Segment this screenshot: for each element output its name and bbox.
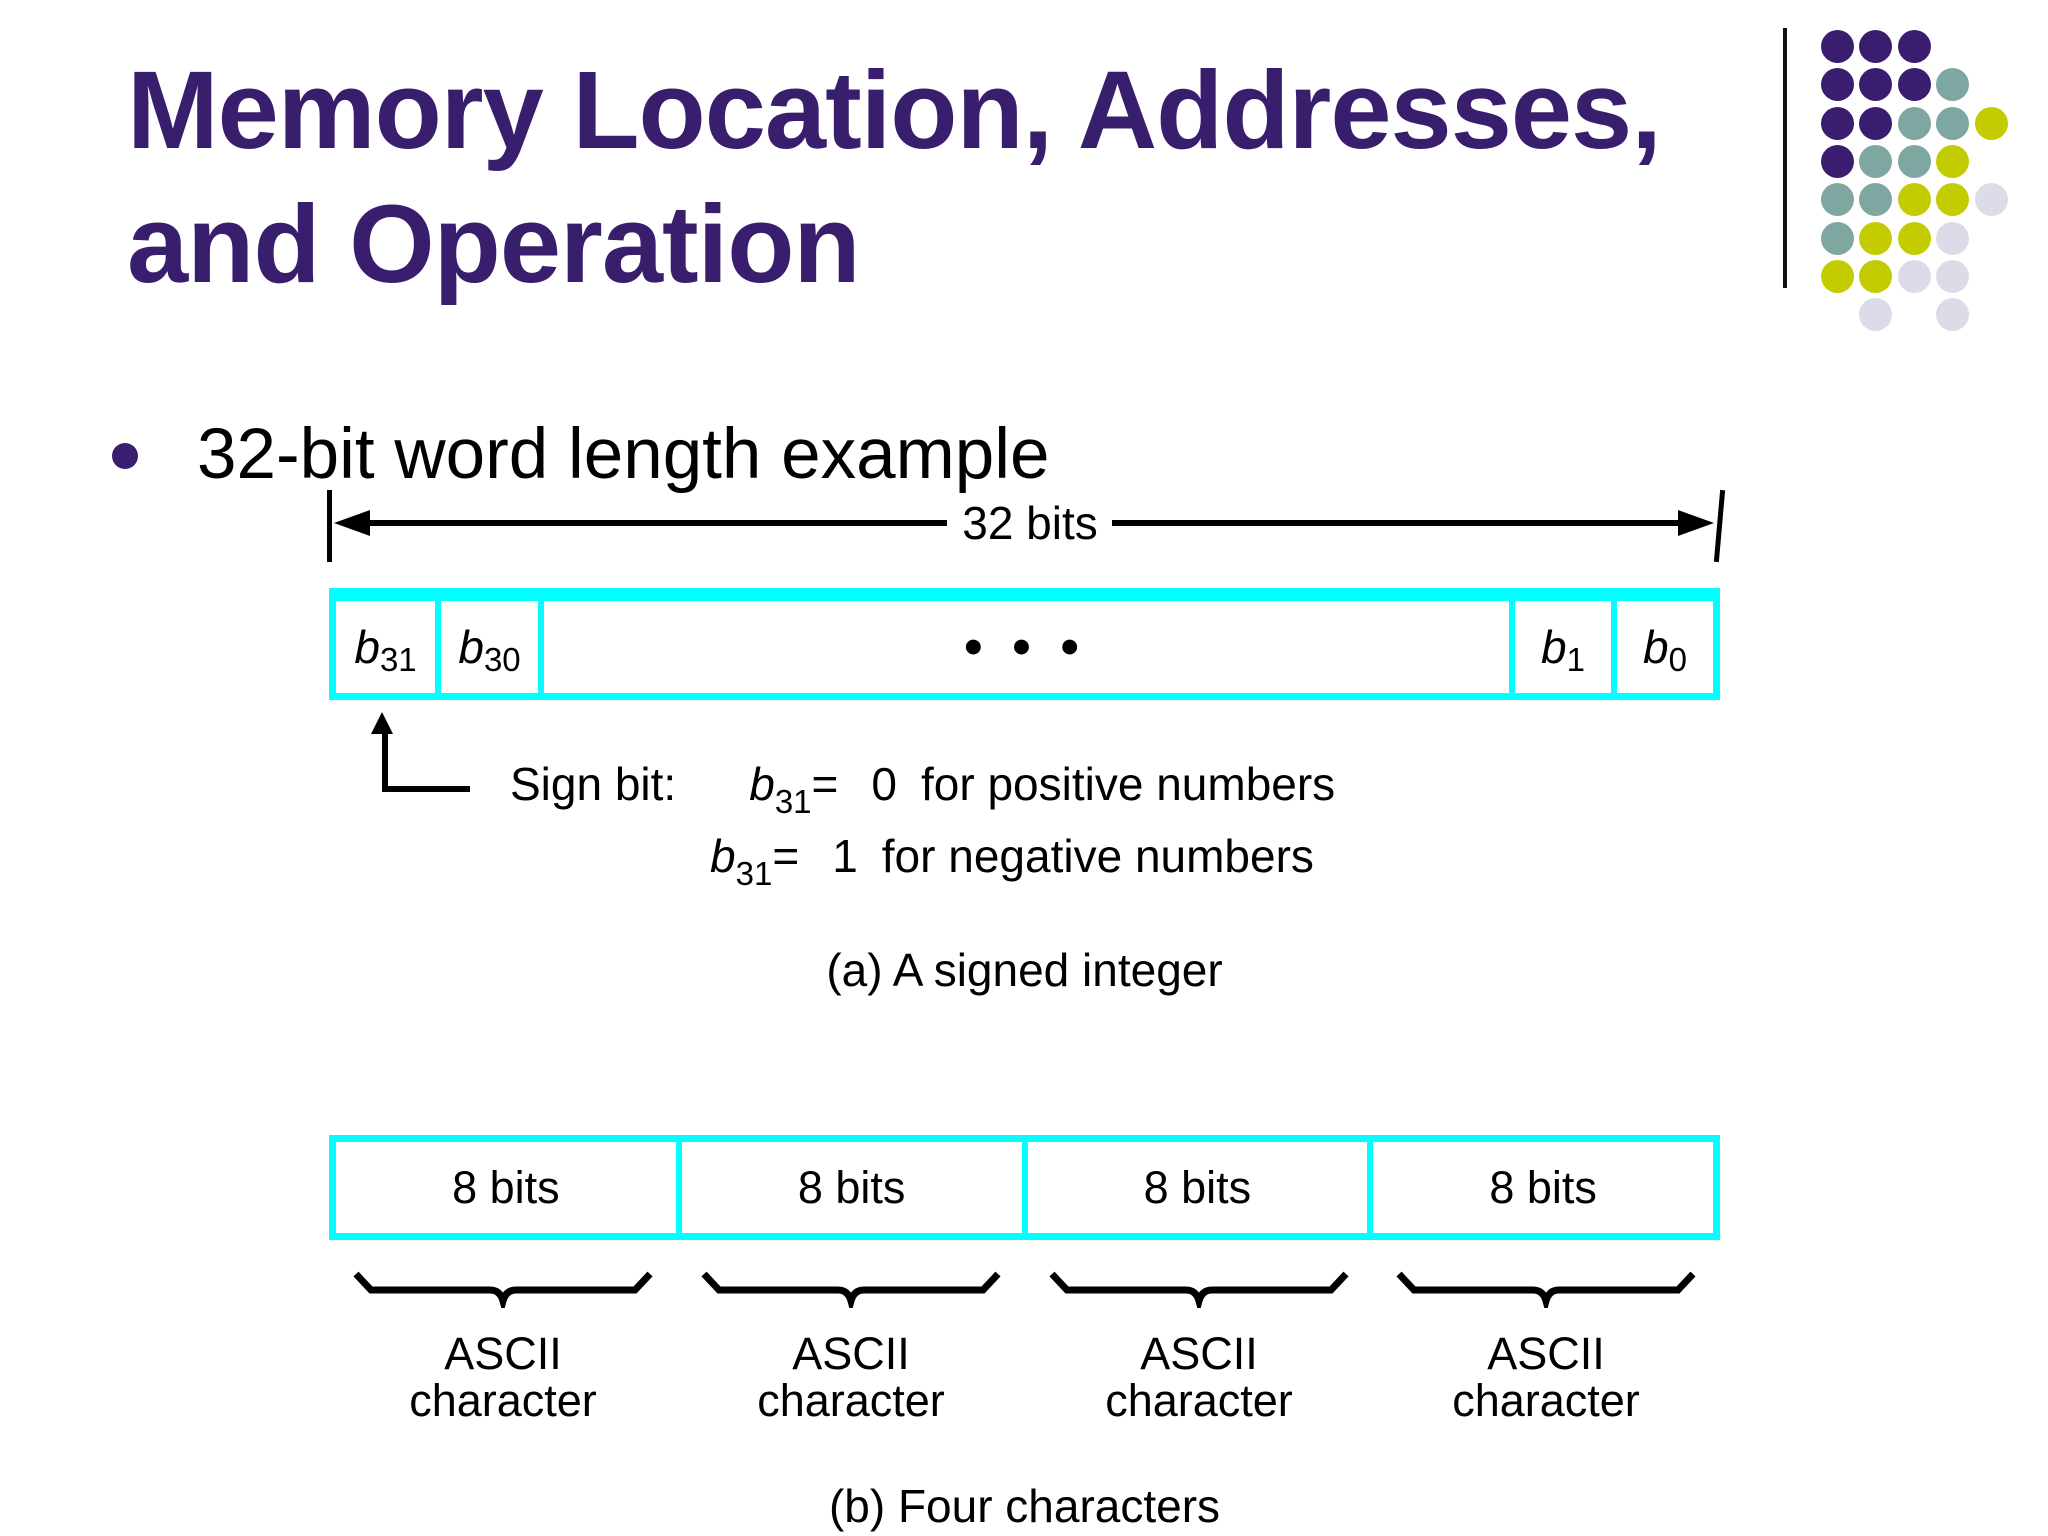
decoration-dot <box>1974 106 2008 140</box>
bit-label-var: b <box>458 621 484 673</box>
decoration-dot <box>1821 144 1854 178</box>
brace-icon <box>1049 1271 1349 1308</box>
dimension-arrowhead-right-icon <box>1678 510 1714 536</box>
decoration-dot <box>1821 30 1854 63</box>
ascii-label-3: ASCII character <box>1105 1328 1293 1426</box>
ellipsis-dots: ••• <box>964 618 1109 676</box>
decoration-dot <box>1974 183 2008 217</box>
decoration-dot <box>1897 259 1931 293</box>
decoration-dot <box>1897 68 1931 102</box>
brace-icon <box>1396 1271 1696 1308</box>
sign-bit-value: 1 <box>832 830 858 882</box>
brace-icon <box>701 1271 1001 1308</box>
decoration-dot <box>1859 68 1893 102</box>
bit-cell-middle: ••• <box>544 601 1509 693</box>
dimension-tick-left <box>327 490 332 562</box>
decoration-dot <box>1859 144 1893 178</box>
brace-icon <box>353 1271 653 1308</box>
decoration-dot <box>1936 221 1970 255</box>
bit-label-sub: 30 <box>483 641 521 678</box>
decoration-dot <box>1859 106 1893 140</box>
decoration-dot <box>1859 259 1893 293</box>
decoration-dot <box>1821 106 1854 140</box>
decoration-dot <box>1821 221 1854 255</box>
sign-bit-label: Sign bit: <box>510 758 677 810</box>
dots-decoration <box>1821 30 2036 345</box>
sign-bit-meaning: for negative numbers <box>881 830 1314 882</box>
caption-four-characters: (b) Four characters <box>828 1480 1221 1532</box>
decoration-dot <box>1936 259 1970 293</box>
decoration-dot <box>1859 221 1893 255</box>
sign-bit-connector-vertical <box>382 732 388 792</box>
decoration-dot <box>1936 68 1970 102</box>
decoration-dot <box>1936 183 1970 217</box>
decoration-dot <box>1897 183 1931 217</box>
slide-title: Memory Location, Addresses, and Operatio… <box>127 44 1747 312</box>
decoration-dot <box>1897 30 1931 63</box>
decoration-dot <box>1821 68 1854 102</box>
slide-title-line2: and Operation <box>127 183 861 306</box>
decoration-dot <box>1936 144 1970 178</box>
byte-cell-2: 8 bits <box>681 1142 1022 1233</box>
sign-bit-line-positive: Sign bit: b31= 0 for positive numbers <box>510 757 1336 820</box>
decoration-dot <box>1859 30 1893 63</box>
ascii-label-1: ASCII character <box>409 1328 597 1426</box>
slide-title-line1: Memory Location, Addresses, <box>127 49 1662 172</box>
decoration-dot <box>1897 106 1931 140</box>
bit-label-var: b <box>1541 621 1567 673</box>
dimension-line-left <box>364 520 947 526</box>
dimension-tick-right <box>1713 489 1726 563</box>
bullet-icon <box>112 443 138 469</box>
decoration-dot <box>1897 144 1931 178</box>
byte-cell-1: 8 bits <box>336 1142 676 1233</box>
bit-label-var: b <box>1643 621 1669 673</box>
bit-label-sub: 31 <box>379 641 417 678</box>
decoration-dot <box>1821 259 1854 293</box>
sign-bit-line-negative: b31= 1 for negative numbers <box>710 829 1314 892</box>
ascii-label-4: ASCII character <box>1452 1328 1640 1426</box>
decoration-dot <box>1859 298 1893 332</box>
sign-bit-b31-eq: b31= <box>710 830 800 892</box>
decoration-dot <box>1859 183 1893 217</box>
decoration-dot <box>1936 106 1970 140</box>
sign-bit-b31-eq: b31= <box>749 758 839 820</box>
sign-bit-arrowhead-up-icon <box>371 712 393 734</box>
dimension-line-right <box>1112 520 1682 526</box>
bit-label-sub: 1 <box>1566 641 1585 678</box>
byte-cell-3: 8 bits <box>1027 1142 1368 1233</box>
decoration-dot <box>1821 183 1854 217</box>
decoration-vertical-rule <box>1783 28 1787 288</box>
dimension-label: 32 bits <box>962 497 1098 549</box>
caption-signed-integer: (a) A signed integer <box>826 944 1223 996</box>
decoration-dot <box>1936 298 1970 332</box>
bullet-text: 32-bit word length example <box>197 415 1050 494</box>
decoration-dot <box>1897 221 1931 255</box>
byte-box-four-characters: 8 bits 8 bits 8 bits 8 bits <box>329 1135 1720 1240</box>
byte-cell-4: 8 bits <box>1373 1142 1713 1233</box>
sign-bit-connector-horizontal <box>382 786 470 792</box>
bit-label-var: b <box>354 621 380 673</box>
bit-label-sub: 0 <box>1668 641 1687 678</box>
ascii-label-2: ASCII character <box>757 1328 945 1426</box>
sign-bit-value: 0 <box>871 758 897 810</box>
sign-bit-meaning: for positive numbers <box>921 758 1336 810</box>
